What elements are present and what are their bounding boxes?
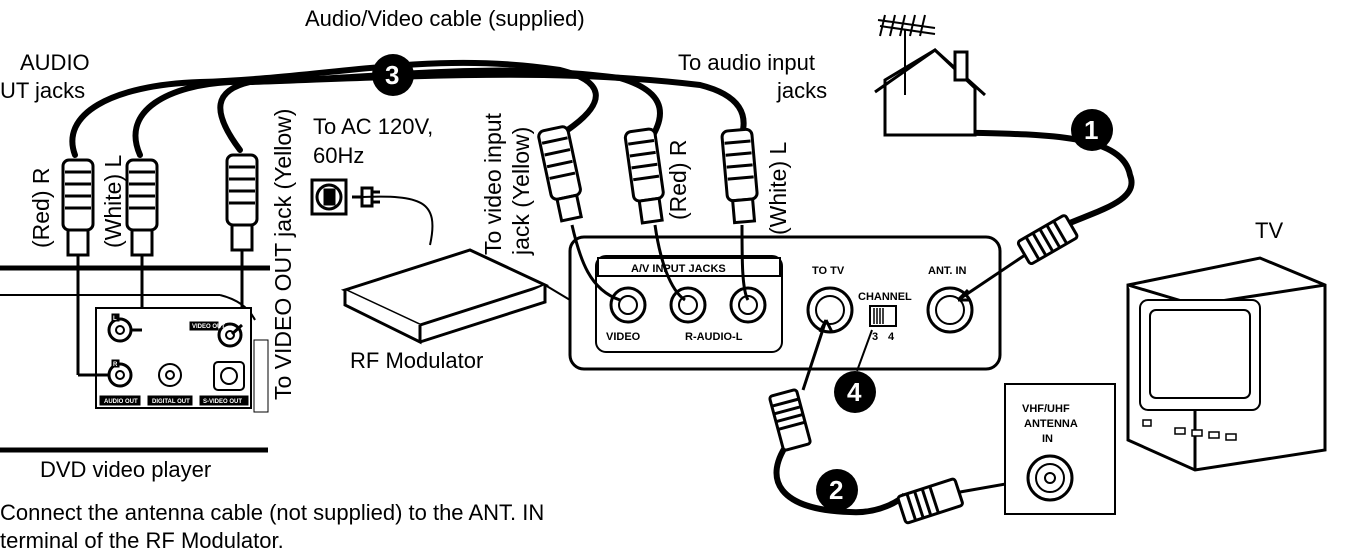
to-video-input-label: To video input bbox=[480, 113, 506, 255]
white-l-right-label: (White) L bbox=[765, 141, 791, 235]
f-connector-to-tv bbox=[768, 319, 834, 452]
audio-out-label-1: AUDIO bbox=[20, 50, 90, 75]
dvd-jack-digital bbox=[158, 363, 182, 387]
step-badge-4: 4 bbox=[834, 371, 876, 413]
dvd-jack-l bbox=[107, 317, 133, 343]
video-out-jack-label: To VIDEO OUT jack (Yellow) bbox=[270, 108, 296, 400]
dvd-jack-svideo bbox=[213, 361, 245, 391]
step-badge-3: 3 bbox=[372, 54, 414, 96]
tv-panel-line1: VHF/UHF bbox=[1022, 403, 1070, 415]
ac-outlet bbox=[310, 178, 434, 246]
cable-supplied-label: Audio/Video cable (supplied) bbox=[305, 6, 585, 31]
channel-4-label: 4 bbox=[888, 331, 895, 343]
dvd-svideo-out-label: S-VIDEO OUT bbox=[203, 399, 242, 405]
dvd-audio-out-label: AUDIO OUT bbox=[104, 399, 138, 405]
dvd-r-label: R bbox=[113, 362, 118, 368]
svg-text:3: 3 bbox=[385, 60, 399, 90]
red-r-left-label: (Red) R bbox=[28, 167, 54, 248]
plug-white-left bbox=[125, 158, 159, 330]
ant-in-label: ANT. IN bbox=[928, 265, 967, 277]
jack-yellow-label: jack (Yellow) bbox=[508, 126, 534, 255]
right-plugs bbox=[537, 125, 759, 302]
to-audio-input-label-2: jacks bbox=[777, 78, 828, 103]
dvd-digital-out-label: DIGITAL OUT bbox=[152, 399, 190, 405]
f-connector-tv-in bbox=[896, 476, 1041, 525]
dvd-player-label: DVD video player bbox=[40, 457, 212, 482]
tv-panel-line3: IN bbox=[1042, 433, 1053, 445]
svg-text:1: 1 bbox=[1084, 115, 1098, 145]
rf-modulator-box bbox=[340, 248, 550, 345]
instruction-line-2: terminal of the RF Modulator. bbox=[0, 528, 284, 553]
rf-modulator-label: RF Modulator bbox=[350, 348, 484, 373]
ac-label-2: 60Hz bbox=[313, 143, 365, 168]
antenna-house bbox=[874, 14, 987, 137]
tv-panel-line2: ANTENNA bbox=[1024, 418, 1078, 430]
dvd-l-label: L bbox=[113, 316, 117, 322]
to-audio-input-label-1: To audio input bbox=[678, 50, 815, 75]
to-tv-label: TO TV bbox=[812, 265, 845, 277]
white-l-left-label: (White) L bbox=[100, 154, 126, 248]
dvd-player bbox=[0, 265, 270, 453]
step-badge-1: 1 bbox=[1071, 109, 1113, 151]
video-jack-label: VIDEO bbox=[606, 331, 641, 343]
audio-out-label-2: UT jacks bbox=[0, 78, 86, 103]
step-badge-2: 2 bbox=[816, 469, 858, 511]
dvd-jack-r bbox=[107, 362, 133, 388]
channel-3-label: 3 bbox=[872, 331, 878, 343]
av-input-jacks-label: A/V INPUT JACKS bbox=[631, 263, 726, 275]
tv-set bbox=[1004, 256, 1327, 515]
svg-text:4: 4 bbox=[847, 377, 862, 407]
tv-label: TV bbox=[1255, 218, 1284, 243]
r-audio-l-label: R-AUDIO-L bbox=[685, 331, 743, 343]
ac-label-1: To AC 120V, bbox=[313, 114, 434, 139]
channel-label: CHANNEL bbox=[858, 291, 912, 303]
f-connector-ant-in bbox=[956, 214, 1079, 302]
dvd-video-out-label: VIDEO OUT bbox=[192, 324, 225, 330]
instruction-line-1: Connect the antenna cable (not supplied)… bbox=[0, 500, 545, 525]
plug-red-left bbox=[61, 158, 95, 377]
antenna-cable-2 bbox=[773, 438, 908, 516]
svg-text:2: 2 bbox=[829, 475, 843, 505]
jack-panel bbox=[544, 235, 1002, 371]
red-r-right-label: (Red) R bbox=[665, 139, 691, 220]
